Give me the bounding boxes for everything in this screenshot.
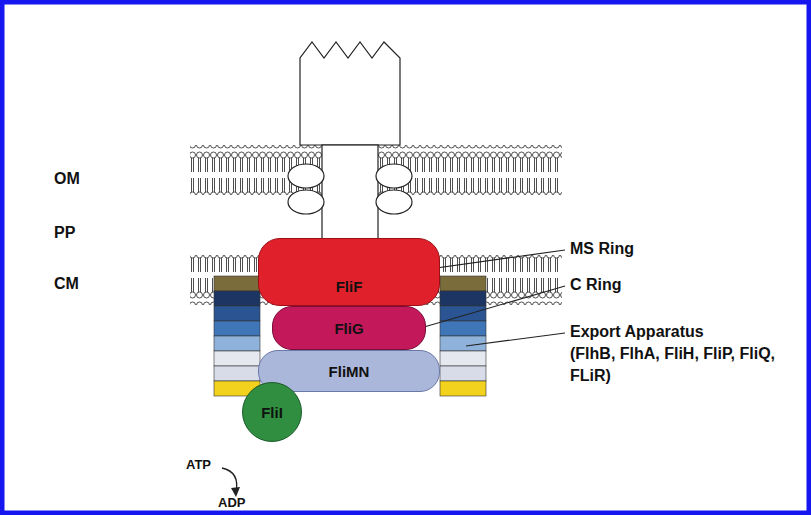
rod <box>322 145 378 245</box>
callout-label: MS Ring <box>570 238 770 260</box>
ms-ring: FliF <box>258 238 440 306</box>
callout-label: (FlhB, FlhA, FliH, FliP, FliQ, FLiR) <box>570 343 785 387</box>
reactant-label: ATP <box>186 457 226 473</box>
protein-name: FliF <box>336 278 363 295</box>
callout-label: C Ring <box>570 274 770 296</box>
c-ring-flig: FliG <box>272 306 426 350</box>
flii-atpase: FliI <box>242 382 302 442</box>
l-ring <box>376 164 412 188</box>
protein-name: FliG <box>334 320 363 337</box>
export-apparatus-left <box>214 276 260 396</box>
l-ring <box>288 164 324 188</box>
membrane-label: CM <box>54 273 114 295</box>
p-ring <box>288 190 324 214</box>
hook <box>300 42 400 145</box>
leader-line <box>466 333 565 346</box>
export-apparatus-right <box>440 276 486 396</box>
callout-label: Export Apparatus <box>570 321 790 343</box>
p-ring <box>376 190 412 214</box>
protein-name: FliMN <box>329 363 370 380</box>
product-label: ADP <box>218 495 258 511</box>
membrane-label: OM <box>54 168 114 190</box>
membrane-label: PP <box>54 222 114 244</box>
protein-name: FliI <box>261 404 283 421</box>
